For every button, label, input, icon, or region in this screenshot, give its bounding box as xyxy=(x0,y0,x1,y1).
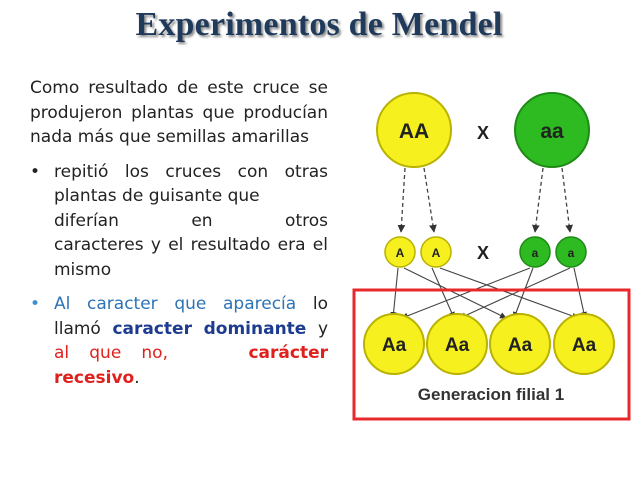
bullet-1-spread-line: diferían en otros xyxy=(54,209,328,234)
offspring-circle xyxy=(363,313,425,375)
dashed-arrow xyxy=(397,167,406,233)
gamete-recessive-label: a xyxy=(532,246,539,260)
gamete-dominant-circle xyxy=(420,236,452,268)
cross-symbol-top: X xyxy=(477,123,489,143)
bullet-2-part-1: Al caracter que aparecía xyxy=(54,294,297,314)
filial-generation-label: Generacion filial 1 xyxy=(418,385,564,404)
offspring-label: Aa xyxy=(382,335,407,356)
solid-arrow xyxy=(439,267,579,320)
offspring-circle xyxy=(553,313,615,375)
solid-arrow xyxy=(431,267,455,319)
word-diferian: diferían xyxy=(54,210,119,231)
word-en: en xyxy=(191,210,213,231)
bullet-2-part-7: carácter xyxy=(248,343,328,363)
gamete-recessive-circle xyxy=(555,236,587,268)
bullet-2-part-2: lo llamó xyxy=(54,294,328,339)
bullet-2-part-3: caracter xyxy=(112,318,192,339)
filial-generation-box xyxy=(352,288,631,421)
dashed-arrow xyxy=(423,167,437,233)
bullet-1-text-a: repitió los cruces con otras plantas de … xyxy=(54,161,328,207)
slide-title: Experimentos de Mendel xyxy=(135,6,503,43)
offspring-label: Aa xyxy=(508,335,533,356)
offspring-circle xyxy=(489,313,551,375)
bullet-2-part-8: recesivo xyxy=(54,367,135,388)
solid-arrow xyxy=(573,267,587,319)
bullet-item-1: • repitió los cruces con otras plantas d… xyxy=(30,160,328,283)
parent-to-gamete-arrows xyxy=(397,167,573,233)
bullet-2-part-4: dominante xyxy=(203,318,307,339)
offspring-circle xyxy=(426,313,488,375)
parent-dominant-circle xyxy=(376,92,452,168)
solid-arrow xyxy=(390,267,399,319)
offspring-label: Aa xyxy=(572,335,597,356)
body-text: Como resultado de este cruce se produjer… xyxy=(30,76,328,390)
offspring-group: Aa Aa Aa Aa xyxy=(363,313,615,375)
gamete-dominant-circle xyxy=(384,236,416,268)
bullet-2-part-5: y xyxy=(317,318,329,339)
parent-recessive-label: aa xyxy=(540,120,564,143)
bullet-item-2: • Al caracter que aparecía lo llamó cara… xyxy=(30,292,328,390)
gamete-to-offspring-arrows xyxy=(390,267,587,320)
bullet-2-period: . xyxy=(134,367,140,388)
dashed-arrow xyxy=(532,167,544,233)
gamete-dominant-label: A xyxy=(432,246,441,260)
gamete-recessive-circle xyxy=(519,236,551,268)
gamete-recessive-label: a xyxy=(568,246,575,260)
bullet-icon: • xyxy=(30,161,41,182)
solid-arrow xyxy=(403,267,507,319)
dashed-arrow xyxy=(561,167,573,233)
bullet-icon: • xyxy=(30,294,41,314)
solid-arrow xyxy=(513,267,534,319)
parent-dominant-label: AA xyxy=(399,120,429,143)
offspring-label: Aa xyxy=(445,335,470,356)
intro-paragraph: Como resultado de este cruce se produjer… xyxy=(30,78,328,147)
solid-arrow xyxy=(459,267,571,319)
bullet-2-part-6: al que no, xyxy=(54,343,168,363)
gamete-dominant-label: A xyxy=(396,246,405,260)
bullet-1-text-b: caracteres y el resultado era el mismo xyxy=(54,235,328,280)
solid-arrow xyxy=(401,267,531,319)
cross-symbol-gametes: X xyxy=(477,243,489,263)
word-otros: otros xyxy=(285,210,328,231)
parent-recessive-circle xyxy=(514,92,590,168)
